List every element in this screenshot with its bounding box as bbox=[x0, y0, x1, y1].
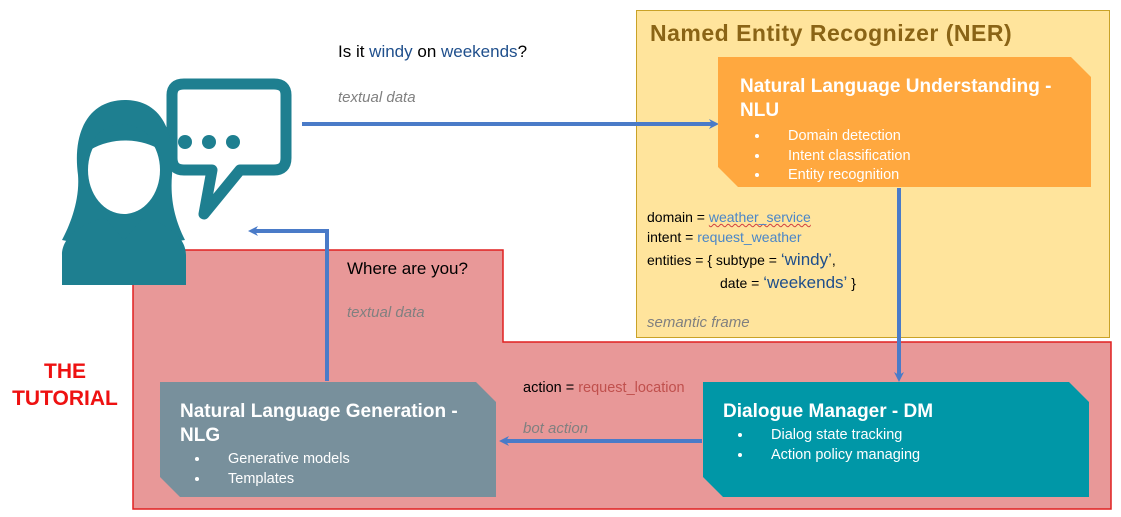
textual-data-label-bottom: textual data bbox=[347, 304, 425, 321]
list-item: Entity recognition bbox=[770, 166, 1071, 186]
semantic-frame-label: semantic frame bbox=[647, 314, 750, 331]
textual-data-label-top: textual data bbox=[338, 89, 416, 106]
arrow-nlg-to-user bbox=[248, 226, 329, 381]
dm-title: Dialogue Manager - DM bbox=[723, 401, 934, 422]
ner-title: Named Entity Recognizer (NER) bbox=[650, 20, 1013, 46]
frame-date: date = ‘weekends’ } bbox=[720, 273, 856, 292]
frame-entities: entities = { subtype = ‘windy’, bbox=[647, 250, 836, 269]
nlu-box: Natural Language Understanding - NLU Dom… bbox=[718, 57, 1091, 187]
list-item: Generative models bbox=[210, 450, 476, 470]
list-item: Action policy managing bbox=[753, 446, 1069, 466]
action-frame: action = request_location bbox=[523, 380, 685, 396]
frame-domain: domain = weather_service bbox=[647, 209, 811, 225]
nlu-bullets: Domain detection Intent classification E… bbox=[740, 127, 1071, 186]
system-question: Where are you? bbox=[347, 259, 468, 278]
nlg-box: Natural Language Generation - NLG Genera… bbox=[160, 382, 496, 497]
dm-bullets: Dialog state tracking Action policy mana… bbox=[723, 426, 1069, 465]
bot-action-label: bot action bbox=[523, 420, 589, 437]
list-item: Templates bbox=[210, 470, 476, 490]
list-item: Intent classification bbox=[770, 147, 1071, 167]
list-item: Dialog state tracking bbox=[753, 426, 1069, 446]
user-question: Is it windy on weekends? bbox=[338, 42, 528, 61]
dm-box: Dialogue Manager - DM Dialog state track… bbox=[703, 382, 1089, 497]
nlg-bullets: Generative models Templates bbox=[180, 450, 476, 489]
nlg-title: Natural Language Generation - NLG bbox=[180, 401, 458, 446]
user-icon bbox=[62, 78, 292, 285]
list-item: Domain detection bbox=[770, 127, 1071, 147]
frame-intent: intent = request_weather bbox=[647, 229, 802, 245]
nlu-title: Natural Language Understanding - NLU bbox=[740, 76, 1052, 121]
tutorial-label: THE TUTORIAL bbox=[12, 360, 118, 410]
